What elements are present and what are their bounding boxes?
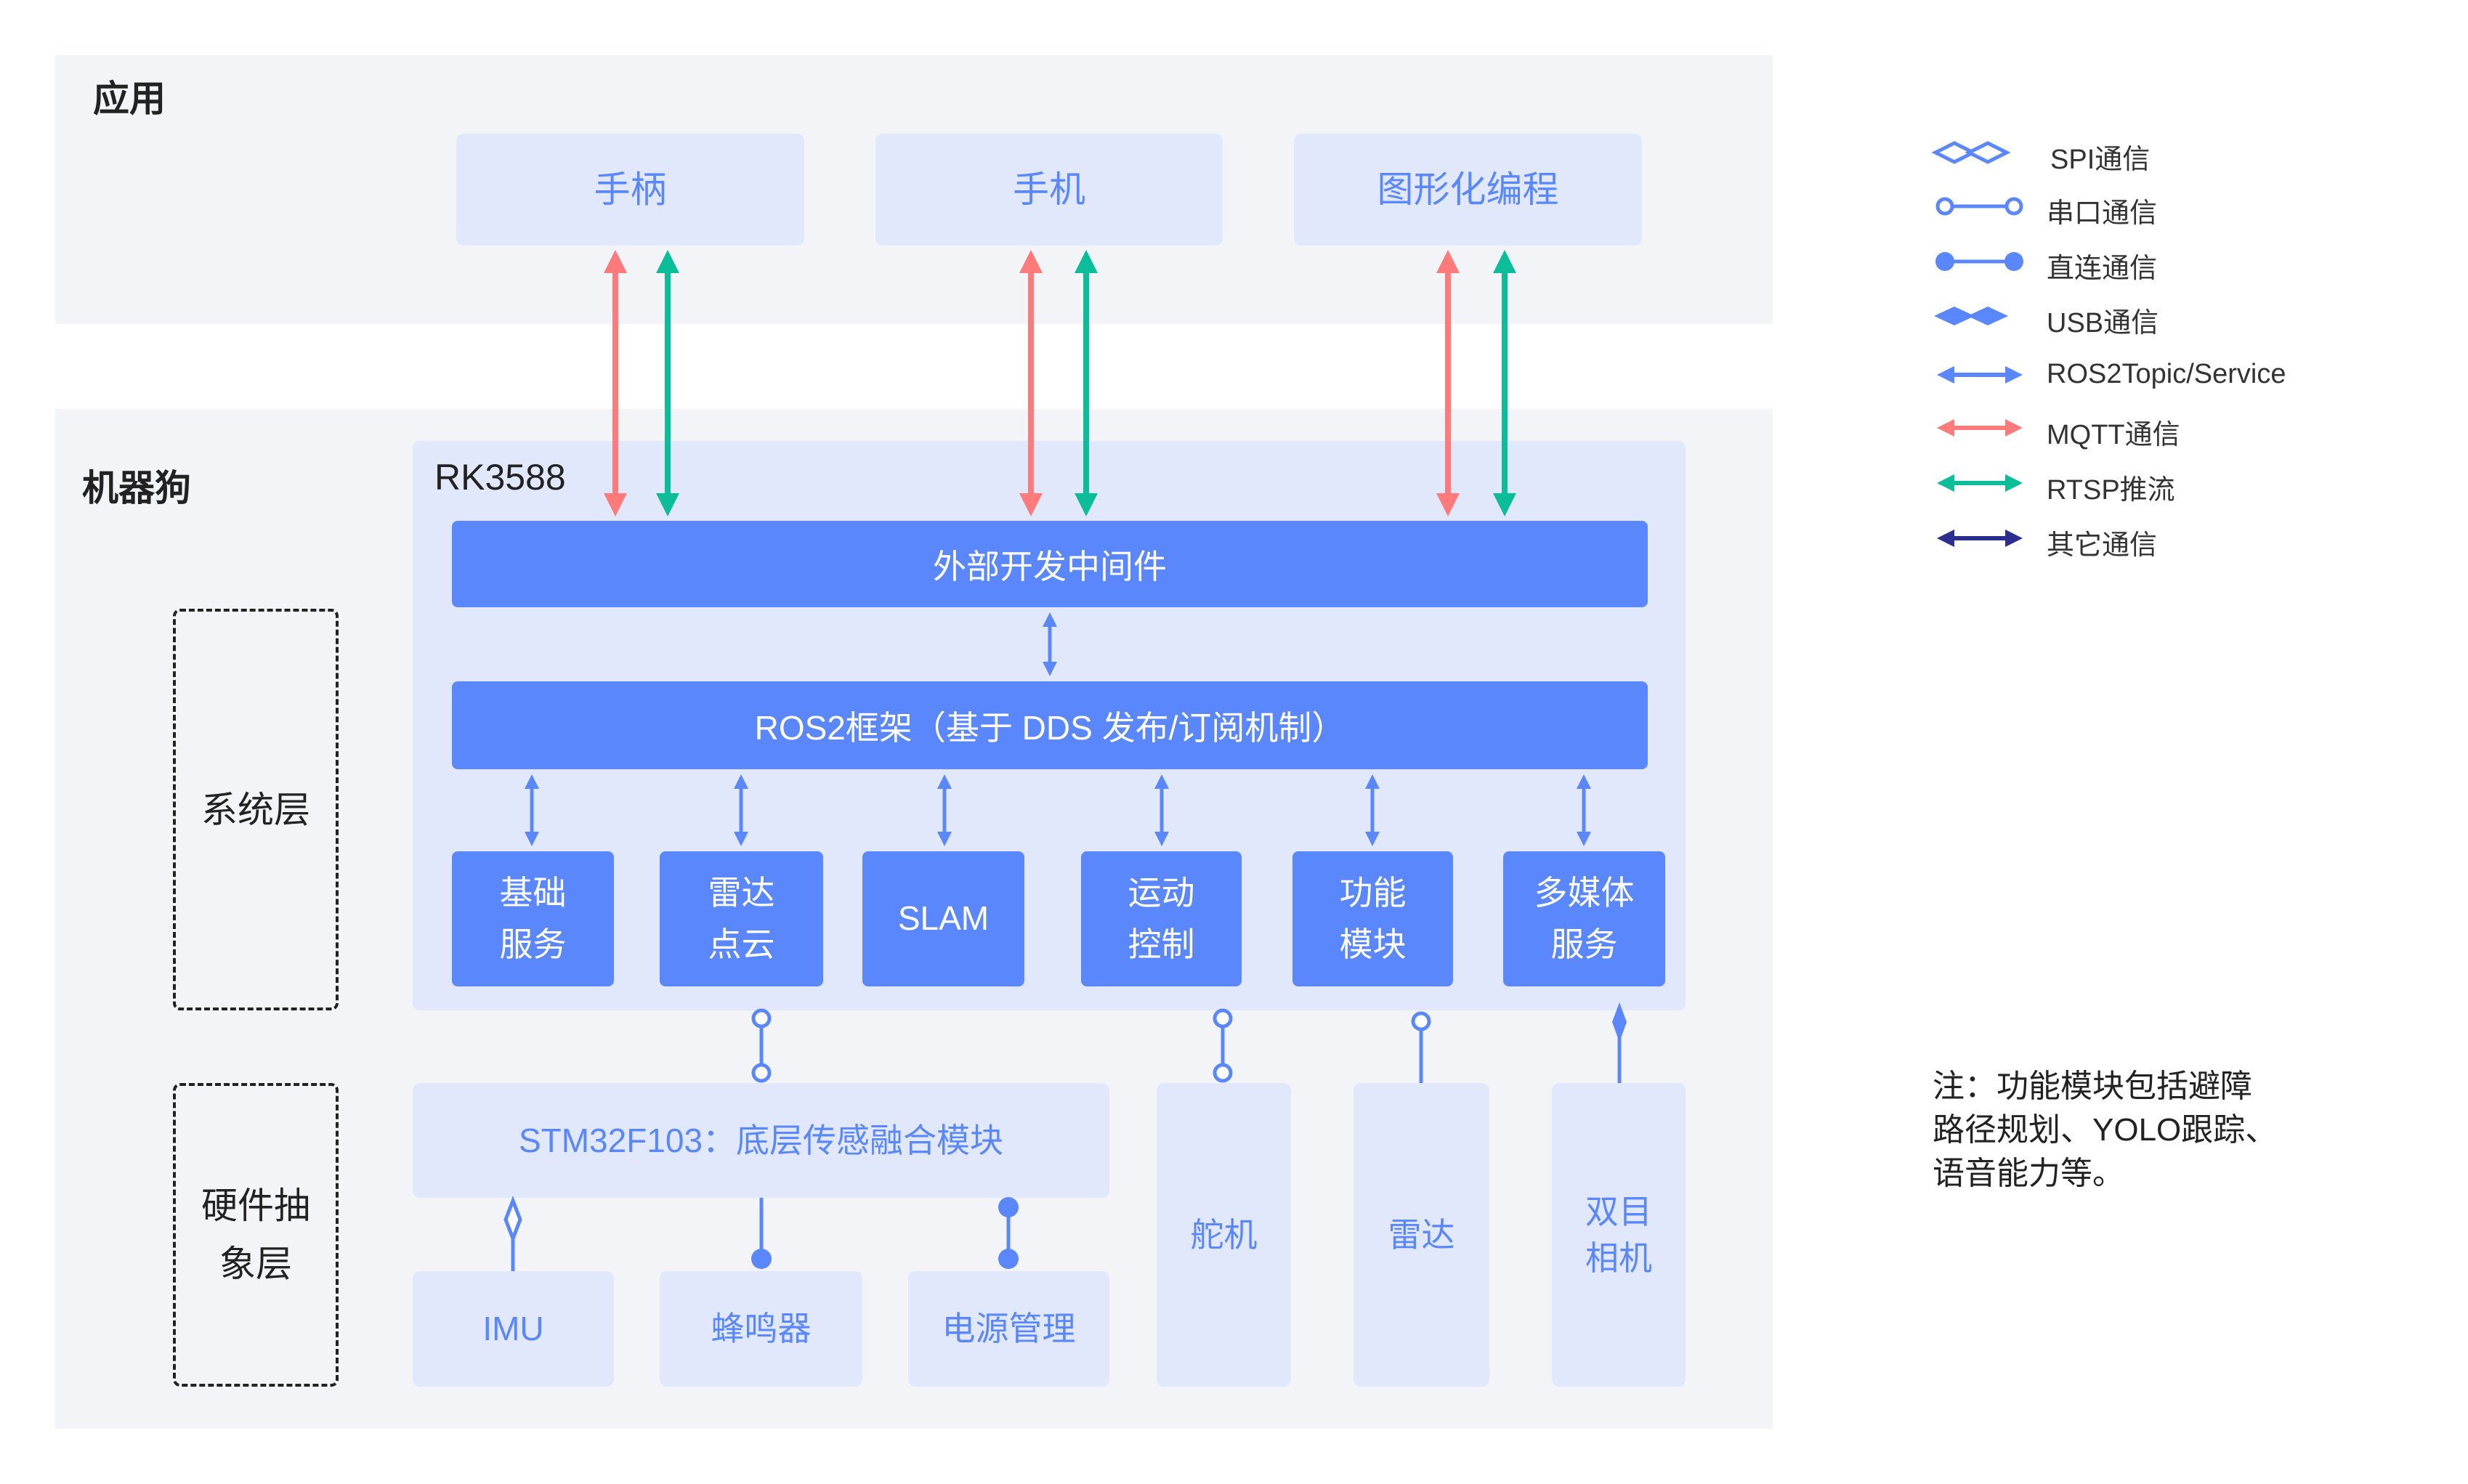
- hal-layer-box: 硬件抽 象层: [173, 1083, 339, 1387]
- module-multimedia: 多媒体 服务: [1503, 851, 1665, 986]
- rk3588-label: RK3588: [434, 457, 566, 498]
- legend-direct-label: 直连通信: [2047, 254, 2158, 284]
- legend-direct-icon: [1935, 252, 2023, 271]
- serial-link-servo: [1213, 1008, 1233, 1083]
- serial-link-lidar: [1411, 1011, 1431, 1083]
- legend-usb-icon: [1934, 307, 2008, 325]
- legend-mqtt-label: MQTT通信: [2047, 420, 2180, 450]
- robot-dog-title: 机器狗: [82, 468, 191, 508]
- system-layer-box: 系统层: [173, 609, 339, 1010]
- module-function: 功能 模块: [1292, 851, 1453, 986]
- app-gamepad: 手柄: [456, 134, 804, 246]
- app-layer-title: 应用: [93, 78, 166, 119]
- app-phone: 手机: [875, 134, 1223, 246]
- module-lidar-pointcloud: 雷达 点云: [660, 851, 823, 986]
- legend-other-label: 其它通信: [2047, 530, 2158, 561]
- legend-usb-label: USB通信: [2047, 308, 2159, 338]
- module-basic-service: 基础 服务: [452, 851, 614, 986]
- direct-link-buzzer: [751, 1198, 772, 1269]
- direct-link-power: [998, 1197, 1019, 1269]
- device-servo: 舵机: [1157, 1083, 1291, 1387]
- device-stereo-camera: 双目 相机: [1552, 1083, 1686, 1387]
- function-module-note: 注：功能模块包括避障 路径规划、YOLO跟踪、 语音能力等。: [1933, 1069, 2278, 1191]
- device-lidar: 雷达: [1354, 1083, 1489, 1387]
- peripheral-buzzer: 蜂鸣器: [660, 1271, 862, 1387]
- module-motion-control: 运动 控制: [1081, 851, 1242, 986]
- legend-serial-icon: [1935, 197, 2023, 216]
- spi-link-imu: [503, 1196, 522, 1271]
- app-graphical-programming: 图形化编程: [1294, 134, 1642, 246]
- legend-spi-icon: [1931, 141, 2011, 164]
- usb-link-camera: [1612, 1002, 1627, 1083]
- legend-ros2-label: ROS2Topic/Service: [2047, 359, 2286, 389]
- stm32-module: STM32F103：底层传感融合模块: [413, 1083, 1109, 1198]
- legend-serial-label: 串口通信: [2047, 198, 2158, 229]
- middleware-bar: 外部开发中间件: [452, 521, 1648, 607]
- ros2-framework-bar: ROS2框架（基于 DDS 发布/订阅机制）: [452, 681, 1648, 769]
- peripheral-power-management: 电源管理: [908, 1271, 1109, 1387]
- peripheral-imu: IMU: [413, 1271, 614, 1387]
- legend-spi-label: SPI通信: [2050, 145, 2151, 175]
- serial-link-stm32: [751, 1008, 772, 1083]
- legend-rtsp-label: RTSP推流: [2047, 475, 2175, 506]
- module-slam: SLAM: [862, 851, 1024, 986]
